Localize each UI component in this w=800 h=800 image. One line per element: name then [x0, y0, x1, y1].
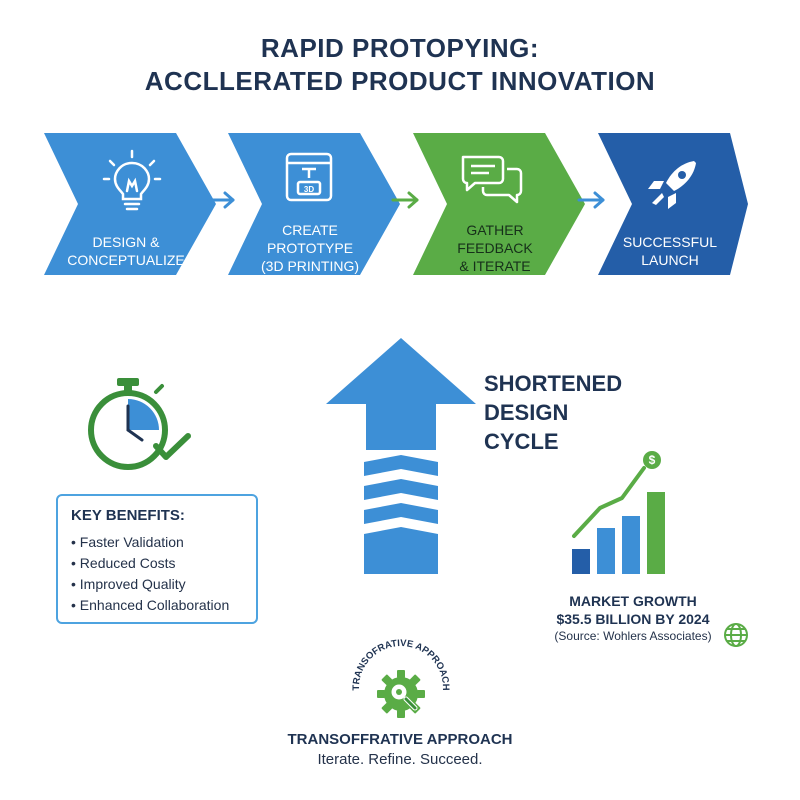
svg-text:3D: 3D — [304, 185, 314, 194]
stopwatch-icon — [88, 378, 191, 470]
step-label-line3: (3D PRINTING) — [261, 258, 359, 274]
step-label-line2: LAUNCH — [641, 252, 699, 268]
gear-magnifier-icon: TRANSOFRATIVE APPROACH — [351, 638, 451, 718]
benefit-item: • Enhanced Collaboration — [71, 597, 230, 613]
approach-tagline: Iterate. Refine. Succeed. — [317, 751, 483, 768]
market-growth-source: (Source: Wohlers Associates) — [554, 629, 712, 643]
key-benefits-heading: KEY BENEFITS: — [71, 507, 185, 524]
step-label-line1: CREATE — [282, 222, 338, 238]
benefit-item: • Faster Validation — [71, 534, 184, 550]
page-title-line1: RAPID PROTOPYING: — [260, 33, 540, 63]
step-arrow-icon — [391, 190, 421, 215]
3d-printer-icon: 3D — [285, 152, 333, 202]
step-label-line2: CONCEPTUALIZE — [67, 252, 185, 268]
lightbulb-icon — [102, 149, 162, 211]
approach-title: TRANSOFFRATIVE APPROACH — [287, 731, 513, 748]
step-label-line1: GATHER — [466, 222, 524, 238]
step-label-line1: DESIGN & — [92, 234, 160, 250]
globe-icon — [724, 623, 748, 647]
cycle-line1: SHORTENED — [484, 371, 623, 396]
shortened-cycle-arrow — [326, 338, 476, 574]
market-growth-value: $35.5 BILLION BY 2024 — [556, 611, 710, 627]
rocket-icon — [648, 161, 696, 209]
benefit-item: • Improved Quality — [71, 576, 186, 592]
step-arrow-icon — [207, 190, 237, 215]
step-chevron-shape — [413, 133, 585, 275]
chat-bubbles-icon — [461, 155, 523, 204]
step-gather-feedback: GATHER FEEDBACK & ITERATE — [413, 133, 585, 275]
shortened-design-cycle-label: SHORTENED DESIGN CYCLE — [484, 369, 622, 456]
step-successful-launch: SUCCESSFUL LAUNCH — [598, 133, 770, 275]
step-arrow-icon — [577, 190, 607, 215]
dollar-symbol: $ — [649, 453, 656, 467]
key-benefits-box: KEY BENEFITS: • Faster Validation • Redu… — [56, 494, 258, 624]
step-label-line3: & ITERATE — [459, 258, 531, 274]
step-label-line2: FEEDBACK — [457, 240, 533, 256]
step-label-line2: PROTOTYPE — [266, 240, 354, 256]
step-create-prototype: 3D CREATE PROTOTYPE (3D PRINTING) — [228, 133, 400, 275]
step-chevron-shape — [228, 133, 400, 275]
growth-chart-icon: $ — [572, 451, 665, 574]
cycle-line3: CYCLE — [484, 429, 559, 454]
benefit-item: • Reduced Costs — [71, 555, 176, 571]
cycle-line2: DESIGN — [484, 400, 569, 425]
step-label-line1: SUCCESSFUL — [622, 234, 718, 250]
page-title-line2: ACCLLERATED PRODUCT INNOVATION — [144, 66, 656, 96]
market-growth-title: MARKET GROWTH — [569, 593, 697, 609]
step-design-conceptualize: DESIGN & CONCEPTUALIZE — [44, 133, 216, 275]
market-growth: MARKET GROWTH $35.5 BILLION BY 2024 (Sou… — [520, 592, 746, 644]
